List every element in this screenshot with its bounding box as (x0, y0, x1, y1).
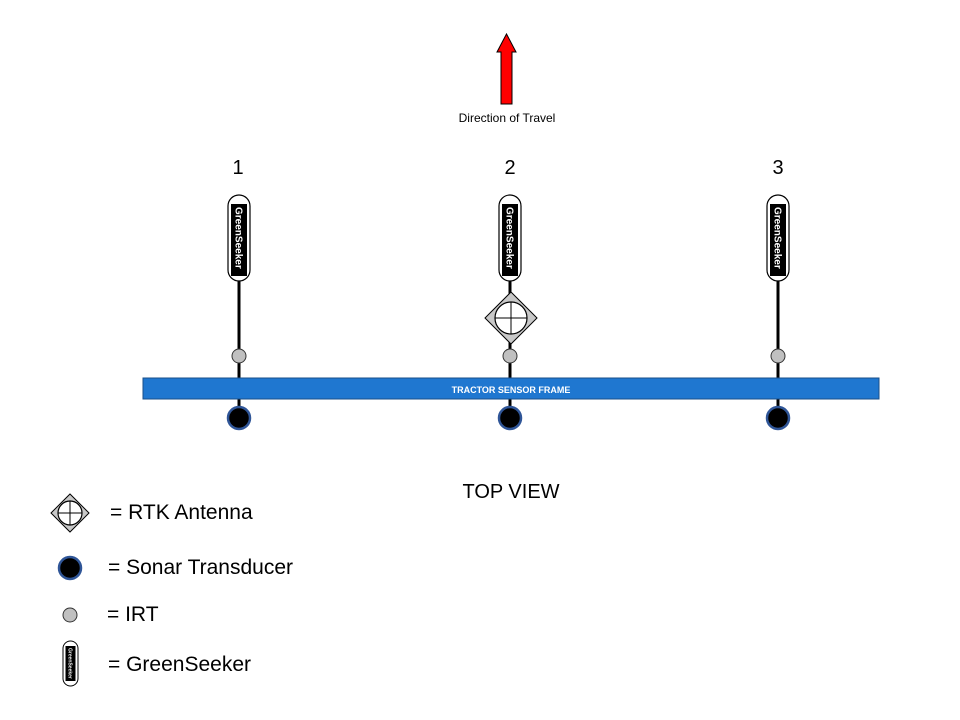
tractor-sensor-frame (142, 377, 880, 400)
direction-label: Direction of Travel (459, 111, 556, 125)
greenseeker-sensor-label: GreenSeeker (772, 207, 783, 269)
irt-sensor-1 (231, 348, 247, 364)
position-number-2: 2 (504, 157, 515, 179)
legend-sonar-label: = Sonar Transducer (108, 556, 293, 579)
legend-rtk-label: = RTK Antenna (110, 501, 253, 524)
irt-sensor-3 (770, 348, 786, 364)
legend-rtk-icon (50, 493, 90, 533)
greenseeker-sensor-1: GreenSeeker (227, 194, 251, 282)
greenseeker-sensor-3: GreenSeeker (766, 194, 790, 282)
view-label: TOP VIEW (462, 481, 559, 503)
frame-label: TRACTOR SENSOR FRAME (452, 385, 571, 395)
irt-sensor-2 (502, 348, 518, 364)
greenseeker-sensor-label: GreenSeeker (504, 207, 515, 269)
legend-greenseeker-label: = GreenSeeker (108, 653, 251, 676)
legend-irt-icon (62, 607, 78, 623)
greenseeker-sensor-label: GreenSeeker (233, 207, 244, 269)
legend-sonar-icon (57, 555, 83, 581)
sonar-transducer-1 (226, 405, 252, 431)
direction-arrow-icon (496, 32, 517, 105)
legend-irt-label: = IRT (107, 603, 159, 626)
rtk-antenna-icon (484, 291, 538, 345)
legend-greenseeker-sensor-label: GreenSeeker (67, 648, 73, 679)
legend: = RTK Antenna = Sonar Transducer = IRT G… (50, 493, 293, 687)
sonar-transducer-3 (765, 405, 791, 431)
legend-greenseeker-icon: GreenSeeker (62, 640, 79, 687)
position-number-3: 3 (772, 157, 783, 179)
greenseeker-sensor-2: GreenSeeker (498, 194, 522, 282)
sonar-transducer-2 (497, 405, 523, 431)
position-number-1: 1 (232, 157, 243, 179)
